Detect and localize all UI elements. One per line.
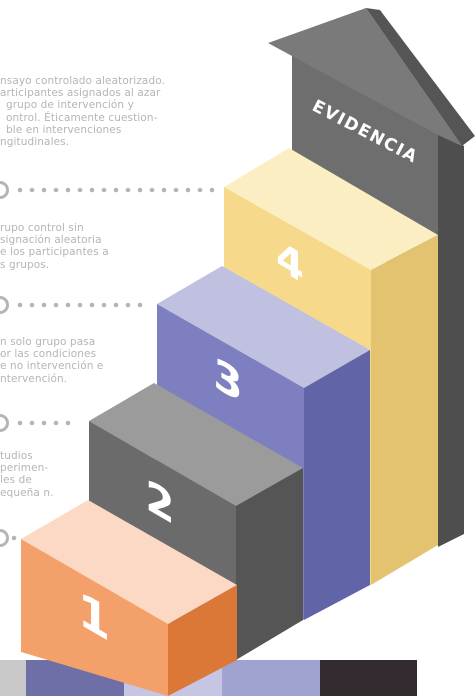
level-3-description: n solo grupo pasa or las condiciones e n…	[0, 336, 103, 385]
arrow-head-front	[268, 8, 462, 146]
level-3-description-line: n solo grupo pasa	[0, 336, 96, 348]
arrow-head-side	[366, 8, 475, 146]
level-2-description-line: equeña n.	[0, 486, 54, 499]
level-4-description-line: signación aleatoria	[0, 234, 102, 247]
connector-level-5	[0, 181, 215, 199]
level-5-description: nsayo controlado aleatorizado. articipan…	[0, 75, 165, 148]
step-2-top	[89, 383, 303, 506]
step-4-top	[224, 148, 438, 270]
level-3-description-line: or las condiciones	[0, 348, 97, 361]
level-5-description-line: articipantes asignados al azar	[0, 87, 161, 100]
level-2-description: tudios perimen- les de equeña n.	[0, 450, 54, 499]
level-4-description-line: rupo control sin	[0, 222, 84, 234]
level-5-description-line: ble en intervenciones	[6, 123, 122, 136]
connector-lines	[0, 181, 215, 547]
step-3-side	[304, 350, 370, 620]
level-5-description-line: ontrol. Éticamente cuestion-	[6, 111, 158, 124]
level-5-description-line: ngitudinales.	[0, 135, 70, 148]
connector-level-3	[0, 414, 71, 432]
level-4-description-line: s grupos.	[0, 258, 50, 271]
step-4-side	[371, 235, 438, 585]
level-3-description-line: ntervención.	[0, 372, 68, 385]
step-2-side	[236, 468, 303, 660]
step-1-front	[21, 539, 168, 696]
step-1-side	[168, 585, 237, 696]
level-2-description-line: tudios	[0, 450, 33, 462]
step-1	[21, 500, 237, 696]
level-2-description-line: les de	[0, 474, 32, 487]
connector-level-2	[0, 529, 17, 547]
arrow-side-face	[438, 133, 464, 547]
level-4-description: rupo control sin signación aleatoria e l…	[0, 222, 109, 271]
level-4-description-line: e los participantes a	[0, 246, 109, 259]
level-2-description-line: perimen-	[0, 462, 49, 475]
connector-level-4	[0, 296, 143, 314]
step-3-top	[157, 266, 370, 388]
level-5-description-line: grupo de intervención y	[6, 99, 134, 112]
step-1-top	[21, 500, 237, 624]
level-5-description-line: nsayo controlado aleatorizado.	[0, 75, 166, 87]
level-3-description-line: e no intervención e	[0, 360, 104, 373]
